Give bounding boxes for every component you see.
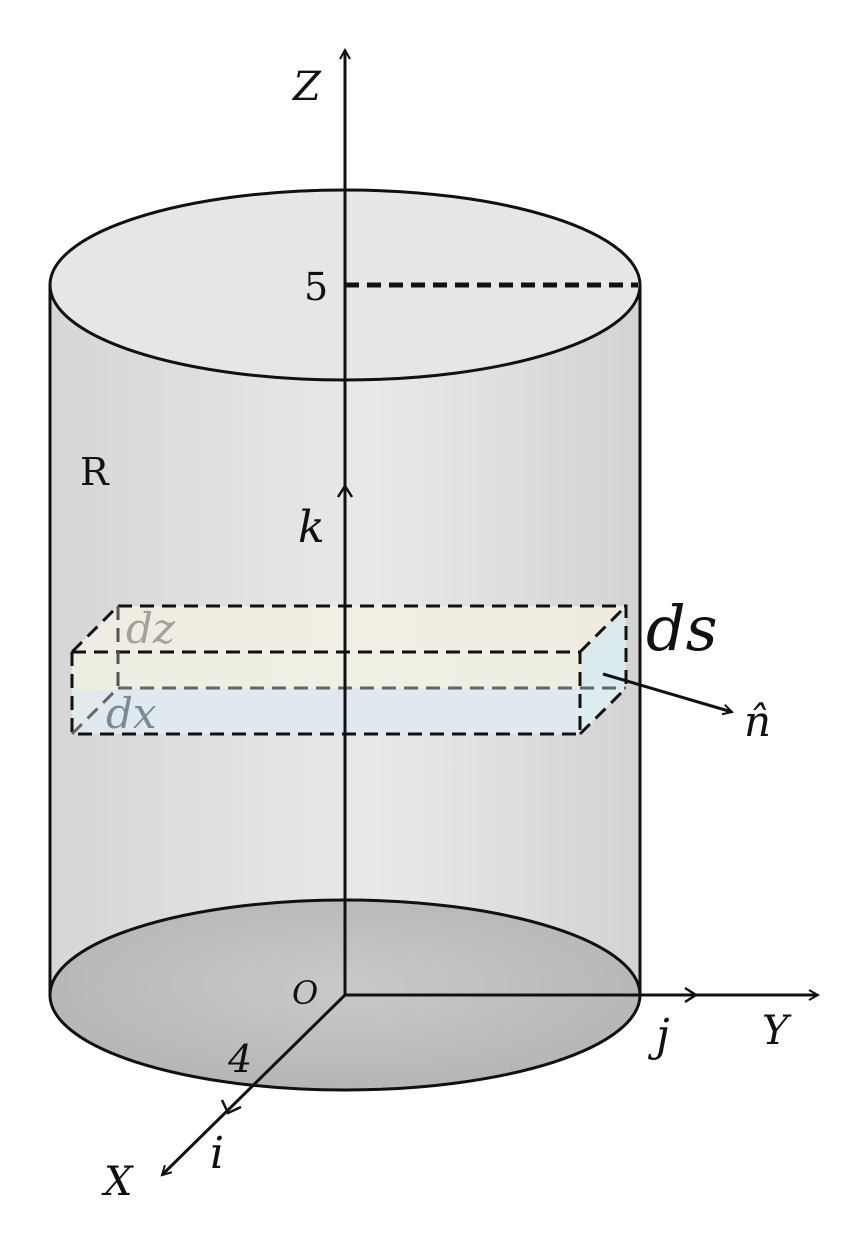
j-unit-arrowhead bbox=[684, 986, 699, 1004]
height-value-label: 5 bbox=[304, 265, 328, 309]
i-unit-arrowhead bbox=[220, 1099, 242, 1115]
element-front-lower bbox=[72, 690, 580, 734]
element-edge-hidden-3 bbox=[70, 686, 120, 736]
element-edge-front bbox=[70, 650, 582, 736]
dz-label: dz bbox=[126, 604, 176, 653]
ds-label: ds bbox=[646, 592, 718, 665]
k-unit-label: k bbox=[298, 502, 325, 553]
surface-element bbox=[70, 604, 628, 736]
x-axis bbox=[162, 993, 347, 1175]
element-edge-diag-3 bbox=[578, 686, 628, 736]
dx-label: dx bbox=[106, 689, 157, 738]
element-right-face bbox=[580, 606, 626, 734]
origin-label: O bbox=[292, 974, 318, 1012]
z-axis-label: Z bbox=[291, 64, 322, 110]
region-label: R bbox=[80, 450, 110, 494]
i-unit-label: i bbox=[210, 1128, 224, 1179]
radius-value-label: 4 bbox=[227, 1037, 252, 1081]
normal-label: n̂ bbox=[744, 697, 771, 746]
y-axis-label: Y bbox=[762, 1008, 792, 1054]
element-edge-diag-2 bbox=[578, 604, 628, 654]
x-axis-label: X bbox=[101, 1159, 134, 1205]
k-unit-arrowhead bbox=[336, 483, 354, 498]
element-edge-diag-1 bbox=[70, 604, 120, 654]
element-top-face bbox=[72, 606, 626, 652]
element-edge-back bbox=[118, 604, 628, 688]
j-unit-label: j bbox=[647, 1010, 670, 1061]
normal-vector bbox=[602, 672, 732, 712]
